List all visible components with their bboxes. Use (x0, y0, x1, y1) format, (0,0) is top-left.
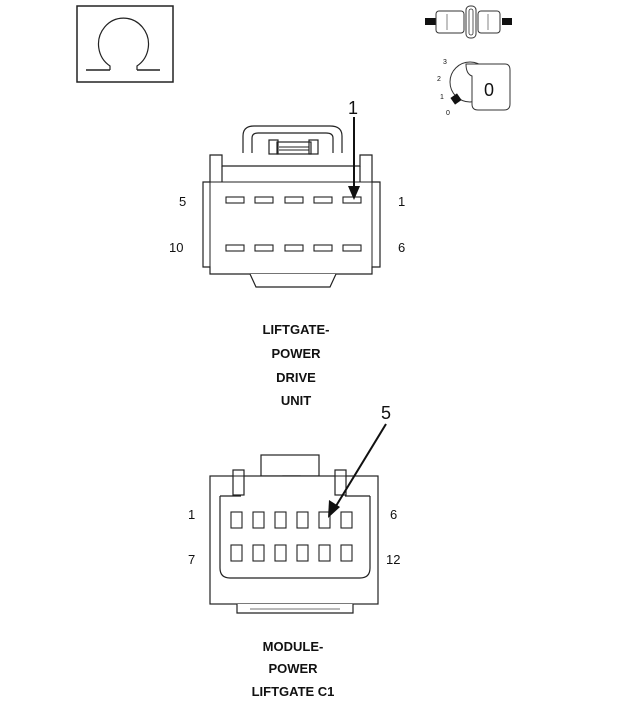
c1-cavity-10 (296, 544, 309, 562)
cavity-10 (225, 244, 245, 252)
bottom-pin-label-bottom-left: 7 (188, 552, 195, 567)
top-connector-caption: LIFTGATE- POWER DRIVE UNIT (263, 322, 330, 408)
key-position-0: 0 (446, 110, 450, 117)
bottom-pin-label-top-right: 6 (390, 507, 397, 522)
cavity-5 (225, 196, 245, 204)
c1-cavity-11 (318, 544, 331, 562)
bottom-callout-arrow (328, 423, 387, 518)
bottom-caption-line-3: LIFTGATE C1 (252, 684, 335, 699)
bottom-connector-caption: MODULE- POWER LIFTGATE C1 (252, 639, 335, 699)
c1-cavity-5 (318, 511, 331, 529)
key-position-1: 1 (440, 94, 444, 101)
cavity-9 (254, 244, 274, 252)
c1-cavity-7 (230, 544, 243, 562)
c1-cavity-3 (274, 511, 287, 529)
bottom-caption-line-2: POWER (268, 661, 318, 676)
c1-cavity-12 (340, 544, 353, 562)
top-pin-label-bottom-right: 6 (398, 240, 405, 255)
key-position-2: 2 (437, 76, 441, 83)
cavity-7 (313, 244, 333, 252)
top-caption-line-3: DRIVE (276, 370, 316, 385)
cavity-8 (284, 244, 304, 252)
c1-cavity-1 (230, 511, 243, 529)
cavity-6 (342, 244, 362, 252)
c1-cavity-9 (274, 544, 287, 562)
top-pin-label-top-right: 1 (398, 194, 405, 209)
top-caption-line-4: UNIT (281, 393, 311, 408)
bottom-pin-label-top-left: 1 (188, 507, 195, 522)
c1-cavity-8 (252, 544, 265, 562)
key-current-position: 0 (484, 80, 494, 100)
top-callout-number: 1 (348, 98, 358, 118)
top-pin-label-bottom-left: 10 (169, 240, 183, 255)
omega-legend-box (76, 5, 174, 83)
liftgate-drive-unit-connector (202, 125, 381, 288)
cavity-4 (254, 196, 274, 204)
bottom-caption-line-1: MODULE- (263, 639, 324, 654)
cavity-3 (284, 196, 304, 204)
cavity-2 (313, 196, 333, 204)
bottom-callout-number: 5 (381, 403, 391, 423)
c1-cavity-2 (252, 511, 265, 529)
c1-cavity-4 (296, 511, 309, 529)
omega-icon (86, 17, 160, 71)
top-caption-line-1: LIFTGATE- (263, 322, 330, 337)
top-caption-line-2: POWER (271, 346, 321, 361)
cavity-1 (342, 196, 362, 204)
key-position-3: 3 (443, 59, 447, 66)
ignition-key-icon: 3 2 1 0 0 (437, 59, 511, 117)
module-power-liftgate-c1-connector (209, 454, 379, 614)
top-pin-label-top-left: 5 (179, 194, 186, 209)
bottom-pin-label-bottom-right: 12 (386, 552, 400, 567)
connector-plug-icon (425, 5, 512, 39)
top-callout-arrow (348, 117, 360, 200)
c1-cavity-6 (340, 511, 353, 529)
